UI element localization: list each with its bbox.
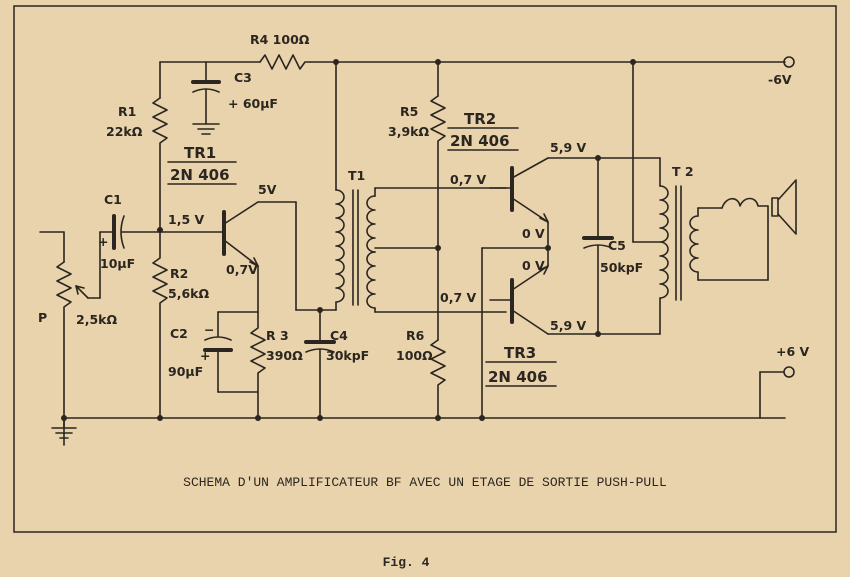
negative-supply-label: -6V — [768, 72, 792, 87]
tr1-transistor — [222, 201, 297, 313]
r5-label: R5 — [400, 104, 418, 119]
positive-supply-label: +6 V — [776, 344, 810, 359]
p-value: 2,5kΩ — [76, 312, 117, 327]
junction — [333, 59, 339, 65]
c3-capacitor — [191, 61, 221, 135]
tr1-type: 2N 406 — [170, 166, 230, 184]
c5-capacitor — [582, 157, 614, 335]
tr2-type: 2N 406 — [450, 132, 510, 150]
tr2-transistor — [481, 157, 599, 419]
r6-value: 100Ω — [396, 348, 433, 363]
c5-label: C5 — [608, 238, 626, 253]
tr1-collector-voltage: 5V — [258, 182, 277, 197]
tr3-collector-voltage: 5,9 V — [550, 318, 586, 333]
r2-resistor — [152, 231, 168, 419]
r1-value: 22kΩ — [106, 124, 143, 139]
t1-label: T1 — [348, 168, 365, 183]
input-network — [39, 214, 223, 446]
negative-rail — [159, 61, 786, 99]
page-frame — [13, 5, 837, 533]
secondary-wiring — [374, 61, 507, 419]
junction — [630, 59, 636, 65]
junction — [317, 415, 323, 421]
c3-label: C3 — [234, 70, 252, 85]
junction — [435, 245, 441, 251]
speaker — [721, 179, 797, 281]
r1-resistor — [152, 97, 168, 231]
t2-transformer — [597, 61, 769, 335]
junction — [255, 415, 261, 421]
schematic-caption: SCHEMA D'UN AMPLIFICATEUR BF AVEC UN ETA… — [183, 475, 667, 490]
tr2-collector-voltage: 5,9 V — [550, 140, 586, 155]
r3-resistor — [250, 311, 266, 419]
r4-label: R4 100Ω — [250, 32, 310, 47]
figure-number: Fig. 4 — [383, 555, 430, 570]
tr3-label: TR3 — [504, 344, 536, 362]
tr1-emitter-voltage: 0,7V — [226, 262, 258, 277]
tr1-base-voltage: 1,5 V — [168, 212, 204, 227]
junction — [435, 59, 441, 65]
r3-value: 390Ω — [266, 348, 303, 363]
r6-label: R6 — [406, 328, 425, 343]
c4-label: C4 — [330, 328, 348, 343]
r1-label: R1 — [118, 104, 136, 119]
c2-capacitor — [203, 311, 259, 393]
tr3-emitter-voltage: 0 V — [522, 258, 545, 273]
c1-value: 10µF — [100, 256, 135, 271]
tr3-type: 2N 406 — [488, 368, 548, 386]
junction — [157, 415, 163, 421]
c4-value: 30kpF — [326, 348, 369, 363]
r5-value: 3,9kΩ — [388, 124, 429, 139]
tr2-label: TR2 — [464, 110, 496, 128]
c2-value: 90µF — [168, 364, 203, 379]
tr2-base-voltage: 0,7 V — [450, 172, 486, 187]
r2-value: 5,6kΩ — [168, 286, 209, 301]
c1-label: C1 — [104, 192, 122, 207]
junction — [479, 415, 485, 421]
tr1-label: TR1 — [184, 144, 216, 162]
tr3-transistor — [489, 247, 599, 335]
supply-terminals — [759, 56, 795, 419]
p-label: P — [38, 310, 47, 325]
c2-label: C2 — [170, 326, 188, 341]
ground-rail — [51, 417, 786, 439]
c2-minus: − — [204, 322, 214, 337]
junction — [435, 415, 441, 421]
c2-plus: + — [200, 348, 210, 363]
tr2-emitter-voltage: 0 V — [522, 226, 545, 241]
r4-resistor — [259, 54, 311, 70]
c4-capacitor — [304, 309, 336, 419]
junction — [545, 245, 551, 251]
r2-label: R2 — [170, 266, 188, 281]
c1-plus: + — [98, 234, 108, 249]
c5-value: 50kpF — [600, 260, 643, 275]
c3-value: + 60µF — [228, 96, 278, 111]
t2-label: T 2 — [672, 164, 694, 179]
r3-label: R 3 — [266, 328, 289, 343]
tr3-base-voltage: 0,7 V — [440, 290, 476, 305]
t1-transformer — [335, 61, 376, 313]
junction — [157, 227, 163, 233]
